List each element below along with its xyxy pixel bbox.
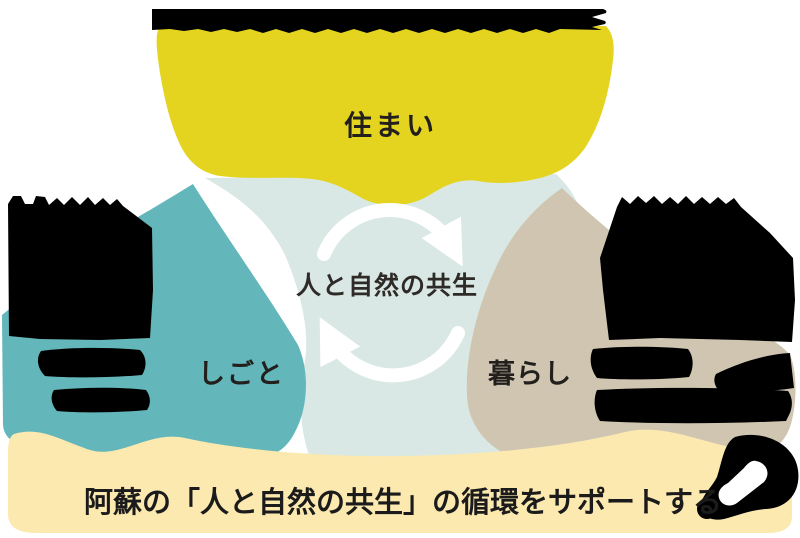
title-ribbon — [152, 9, 607, 33]
cycle-arrows-icon — [317, 203, 465, 383]
right-text-line-2 — [714, 353, 794, 392]
work-label: しごと — [198, 359, 285, 390]
left-text-line-2 — [51, 387, 150, 413]
left-text-block — [8, 196, 153, 340]
housing-label: 住まい — [344, 109, 438, 142]
right-text-line-1 — [590, 346, 693, 380]
pen-nib-icon — [697, 434, 799, 520]
living-label: 暮らし — [488, 359, 572, 390]
work-blob — [2, 184, 306, 455]
housing-blob — [156, 26, 614, 206]
center-label: 人と自然の共生 — [296, 271, 479, 300]
caption-text: 阿蘇の「人と自然の共生」の循環をサポートする — [84, 485, 723, 519]
right-text-block — [600, 196, 795, 342]
right-text-line-3 — [594, 387, 792, 424]
ground-band — [8, 429, 792, 533]
left-text-line-1 — [37, 347, 146, 378]
